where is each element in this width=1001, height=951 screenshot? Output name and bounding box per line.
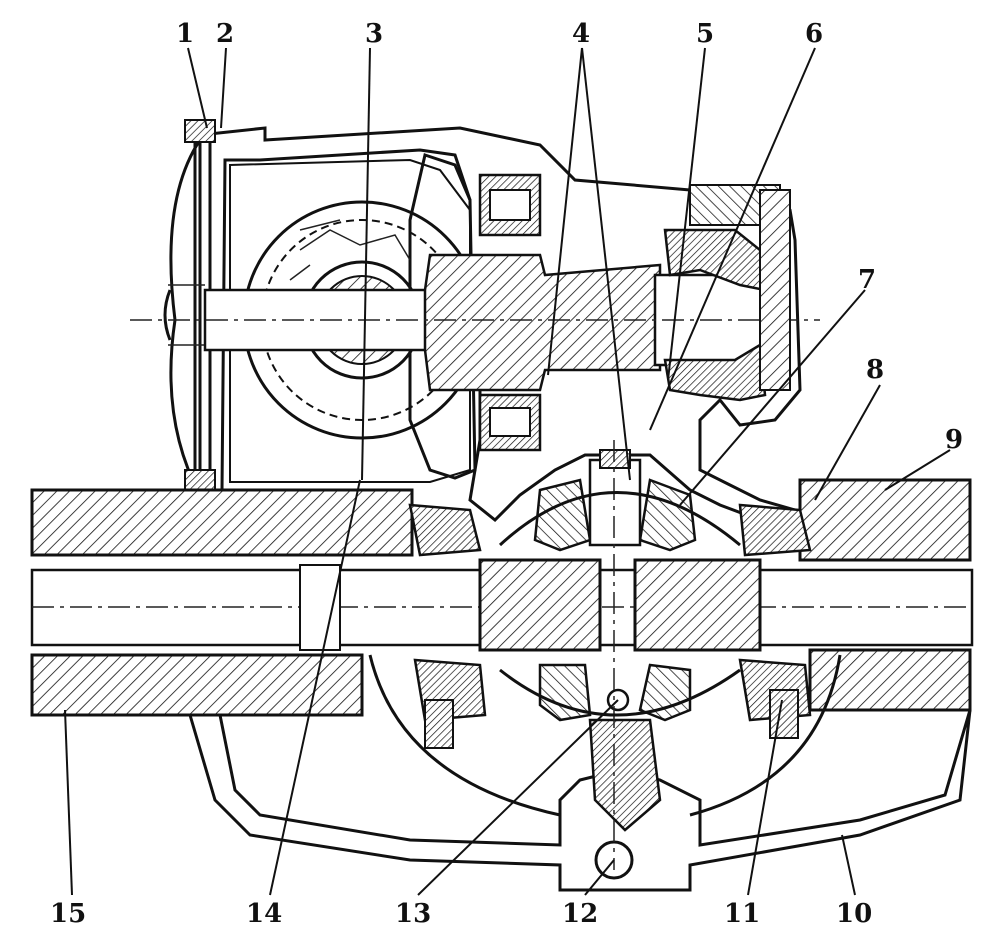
- part-labels: 1 2 3 4 5 6 7 8 9 10 11 12 13 14 15: [50, 19, 963, 929]
- upper-bearings: [478, 173, 791, 452]
- label-11: 11: [724, 899, 760, 929]
- label-7: 7: [858, 265, 876, 295]
- label-14: 14: [246, 899, 282, 929]
- label-15: 15: [50, 899, 86, 929]
- label-4: 4: [572, 19, 590, 49]
- leader-lines: [64, 47, 951, 896]
- label-2: 2: [216, 19, 234, 49]
- differential: [478, 440, 762, 880]
- lower-bearings: [408, 503, 812, 749]
- label-8: 8: [866, 355, 884, 385]
- label-1: 1: [176, 19, 194, 49]
- label-9: 9: [945, 425, 963, 455]
- label-5: 5: [696, 19, 714, 49]
- label-3: 3: [365, 19, 383, 49]
- label-10: 10: [836, 899, 872, 929]
- label-13: 13: [395, 899, 431, 929]
- label-12: 12: [562, 899, 598, 929]
- label-6: 6: [805, 19, 823, 49]
- axle-housing: [30, 478, 972, 892]
